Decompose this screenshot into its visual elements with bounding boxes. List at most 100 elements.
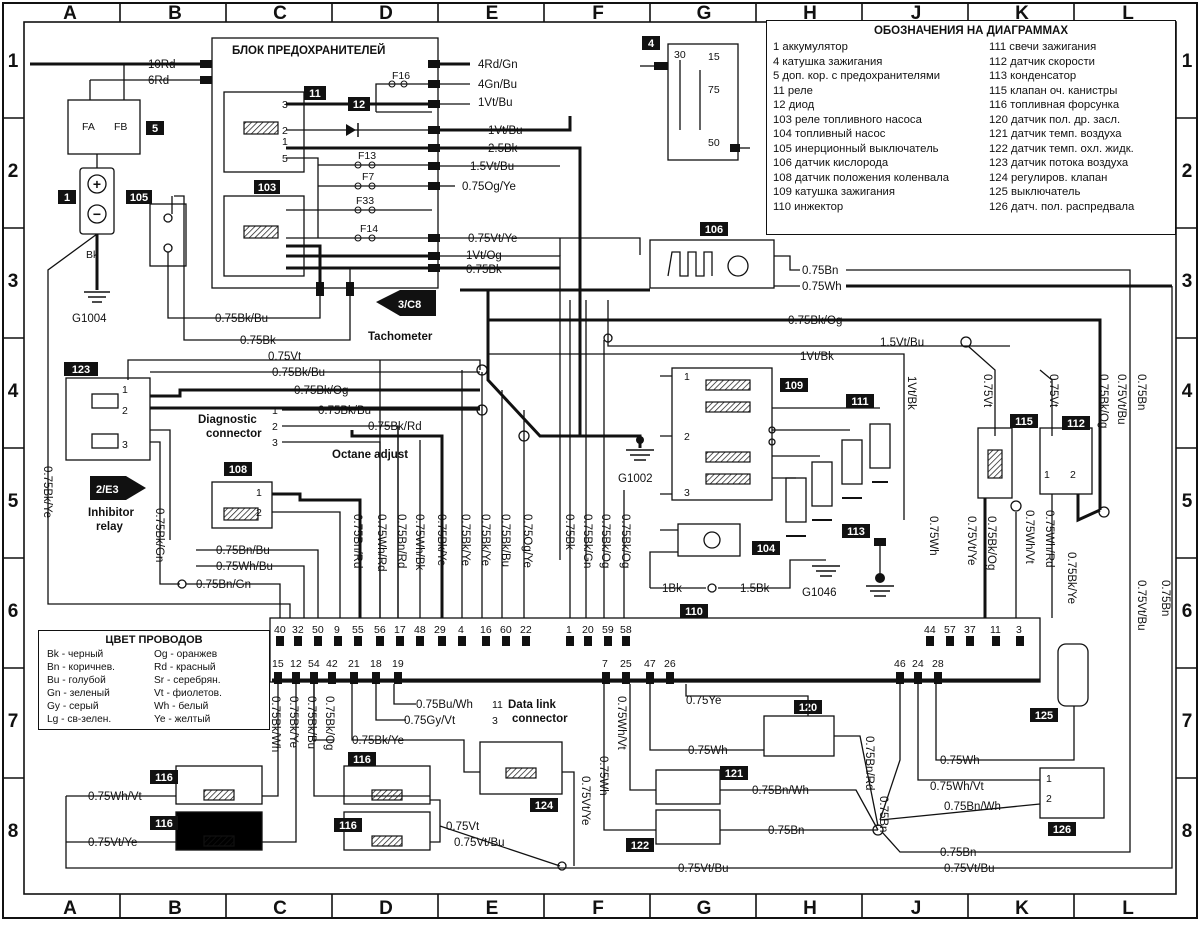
component-110: 110 <box>685 606 703 618</box>
grid-col-top: D <box>379 3 393 24</box>
ecu-pin: 26 <box>664 658 676 670</box>
grid-row-left: 4 <box>8 381 19 402</box>
spark-plugs-111: 111 <box>785 394 891 537</box>
grid-row-right: 1 <box>1182 51 1193 72</box>
grid-col-top: F <box>592 3 604 24</box>
wire-label: 0.75Bk/Og <box>294 385 348 397</box>
wire-label: 0.75Bk/Ye <box>1065 552 1077 604</box>
ecu-pin: 44 <box>924 624 936 636</box>
ecu-pin: 9 <box>334 624 340 636</box>
wire-label: 0.75Bn/Rd <box>351 514 363 568</box>
grid-col-bottom: A <box>63 898 77 919</box>
ecu-pin: 16 <box>480 624 492 636</box>
fuse-f7: F7 <box>362 171 374 183</box>
inhibitor-ref: 2/E3 Inhibitor relay <box>88 476 146 533</box>
ecu-pin: 46 <box>894 658 906 670</box>
grid-col-bottom: F <box>592 898 604 919</box>
component-122: 122 <box>631 840 649 852</box>
ecu-pin: 54 <box>308 658 320 670</box>
wire-label: 1Vt/Bu <box>488 125 523 137</box>
component-115: 115 <box>1015 416 1033 428</box>
grid-row-left: 3 <box>8 271 19 292</box>
pin-label: 2 <box>272 421 278 433</box>
grid-row-right: 2 <box>1182 161 1193 182</box>
legend-item: 116 топливная форсунка <box>989 99 1120 111</box>
wire-color-item: Gn - зеленый <box>47 688 110 699</box>
grid-row-right: 3 <box>1182 271 1193 292</box>
wire-label: 0.75Bn <box>768 825 804 837</box>
legend-item: 120 датчик пол. др. засл. <box>989 113 1121 126</box>
legend-item: 108 датчик положения коленвала <box>773 171 949 184</box>
wire-label: 0.75Wh <box>688 745 728 757</box>
grid-ticks <box>3 3 1197 918</box>
pin-label: 75 <box>708 84 720 96</box>
legend-item: 125 выключатель <box>989 186 1081 198</box>
wire-label: 0.75Vt/Ye <box>468 233 517 245</box>
wire-label: 0.75Bn <box>802 265 838 277</box>
wire-color-legend: ЦВЕТ ПРОВОДОВ Bk - черный Bn - коричнев.… <box>38 630 270 730</box>
wire-label: 0.75Wh <box>927 516 939 556</box>
grid-col-top: E <box>486 3 499 24</box>
legend-item: 124 регулиров. клапан <box>989 171 1108 184</box>
component-108: 108 <box>229 464 247 476</box>
wire-label: 0.75Bn <box>877 796 889 832</box>
wire-color-item: Bk - черный <box>47 649 104 660</box>
wire-label: 0.75Wh <box>802 281 842 293</box>
component-126: 126 <box>1053 824 1071 836</box>
inhibitor-ref-id: 2/E3 <box>96 484 119 496</box>
ecu-pin: 29 <box>434 624 446 636</box>
component-116: 116 <box>353 754 371 766</box>
wire-label: 1.5Bk <box>740 583 770 595</box>
component-badge <box>304 86 326 100</box>
wire-label: 0.75Gy/Vt <box>404 715 456 727</box>
wire-label: 0.75Wh/Bk <box>413 514 425 570</box>
svg-text:−: − <box>93 206 101 222</box>
canister-valve-115: 115 <box>967 345 1038 618</box>
ecu-pin: 55 <box>352 624 364 636</box>
fuse-f14: F14 <box>360 223 378 235</box>
wire-label: 0.75Bk/Ye <box>459 514 471 566</box>
wire-label: 2.5Bk <box>488 143 518 155</box>
wire-label: 0.75Vt/Bu <box>678 863 729 875</box>
ecu-pin: 59 <box>602 624 614 636</box>
inertia-switch-105: 105 0.75Bk/Bu 0.75Bk <box>126 190 351 347</box>
grid-row-right: 4 <box>1182 381 1193 402</box>
wire-label: 0.75Bk/Gn <box>581 514 593 568</box>
sensors-right: 120 121 122 126 1 2 125 0.75Ye 0.75Wh 0.… <box>560 620 1173 875</box>
wire-label: 0.75Bk/Ye <box>352 735 404 747</box>
grid-col-bottom: J <box>911 898 922 919</box>
ecu-pin: 58 <box>620 624 632 636</box>
legend-item: 109 катушка зажигания <box>773 186 895 198</box>
grid-letters: A B C D E F G H J K L A B C D E F G H J … <box>8 3 1193 919</box>
pin-label: 2 <box>684 431 690 443</box>
injectors-116: 116 116 116 116 0.75Wh/Vt 0.75Vt/Ye 0.75… <box>65 684 561 869</box>
component-125: 125 <box>1035 710 1053 722</box>
wire-label: 1Vt/Bk <box>905 376 917 410</box>
ground-label: G1002 <box>618 473 653 485</box>
legend-item: 11 реле <box>773 84 813 97</box>
data-link-connector: 0.75Bu/Wh 0.75Gy/Vt 11 3 Data link conne… <box>375 684 568 727</box>
pin-label: 1 <box>282 136 288 148</box>
crank-sensor-108: 108 1 2 0.75Bn/Bu 0.75Wh/Bu 0.75Bn/Gn <box>177 462 362 618</box>
ecu-pin: 60 <box>500 624 512 636</box>
wire-label: 0.75Bk/Rd <box>368 421 422 433</box>
wire-label: 4Rd/Gn <box>478 59 518 71</box>
wire-label: 0.75Wh <box>597 756 609 796</box>
fuse-block: БЛОК ПРЕДОХРАНИТЕЛЕЙ F16 F13 F7 F33 F14 … <box>211 37 439 290</box>
component-5: 5 <box>152 123 158 135</box>
grid-row-right: 8 <box>1182 821 1193 842</box>
grid-col-bottom: C <box>273 898 287 919</box>
grid-col-top: J <box>911 3 922 24</box>
wire-label: 0.75Bk/Ye <box>479 514 491 566</box>
wire-label: 0.75Vt/Bu <box>944 863 995 875</box>
component-105: 105 <box>130 192 148 204</box>
fuel-pump-104: 104 1Bk 1.5Bk G1046 110 <box>649 523 840 618</box>
pin-label: 15 <box>708 51 720 63</box>
legend-item: 113 конденсатор <box>989 70 1077 82</box>
wire-label: 0.75Bk/Ye <box>287 696 299 748</box>
wire-label: 1.5Vt/Bu <box>880 337 924 349</box>
legend-right-list: 111 свечи зажигания 112 датчик скорости … <box>989 40 1134 214</box>
